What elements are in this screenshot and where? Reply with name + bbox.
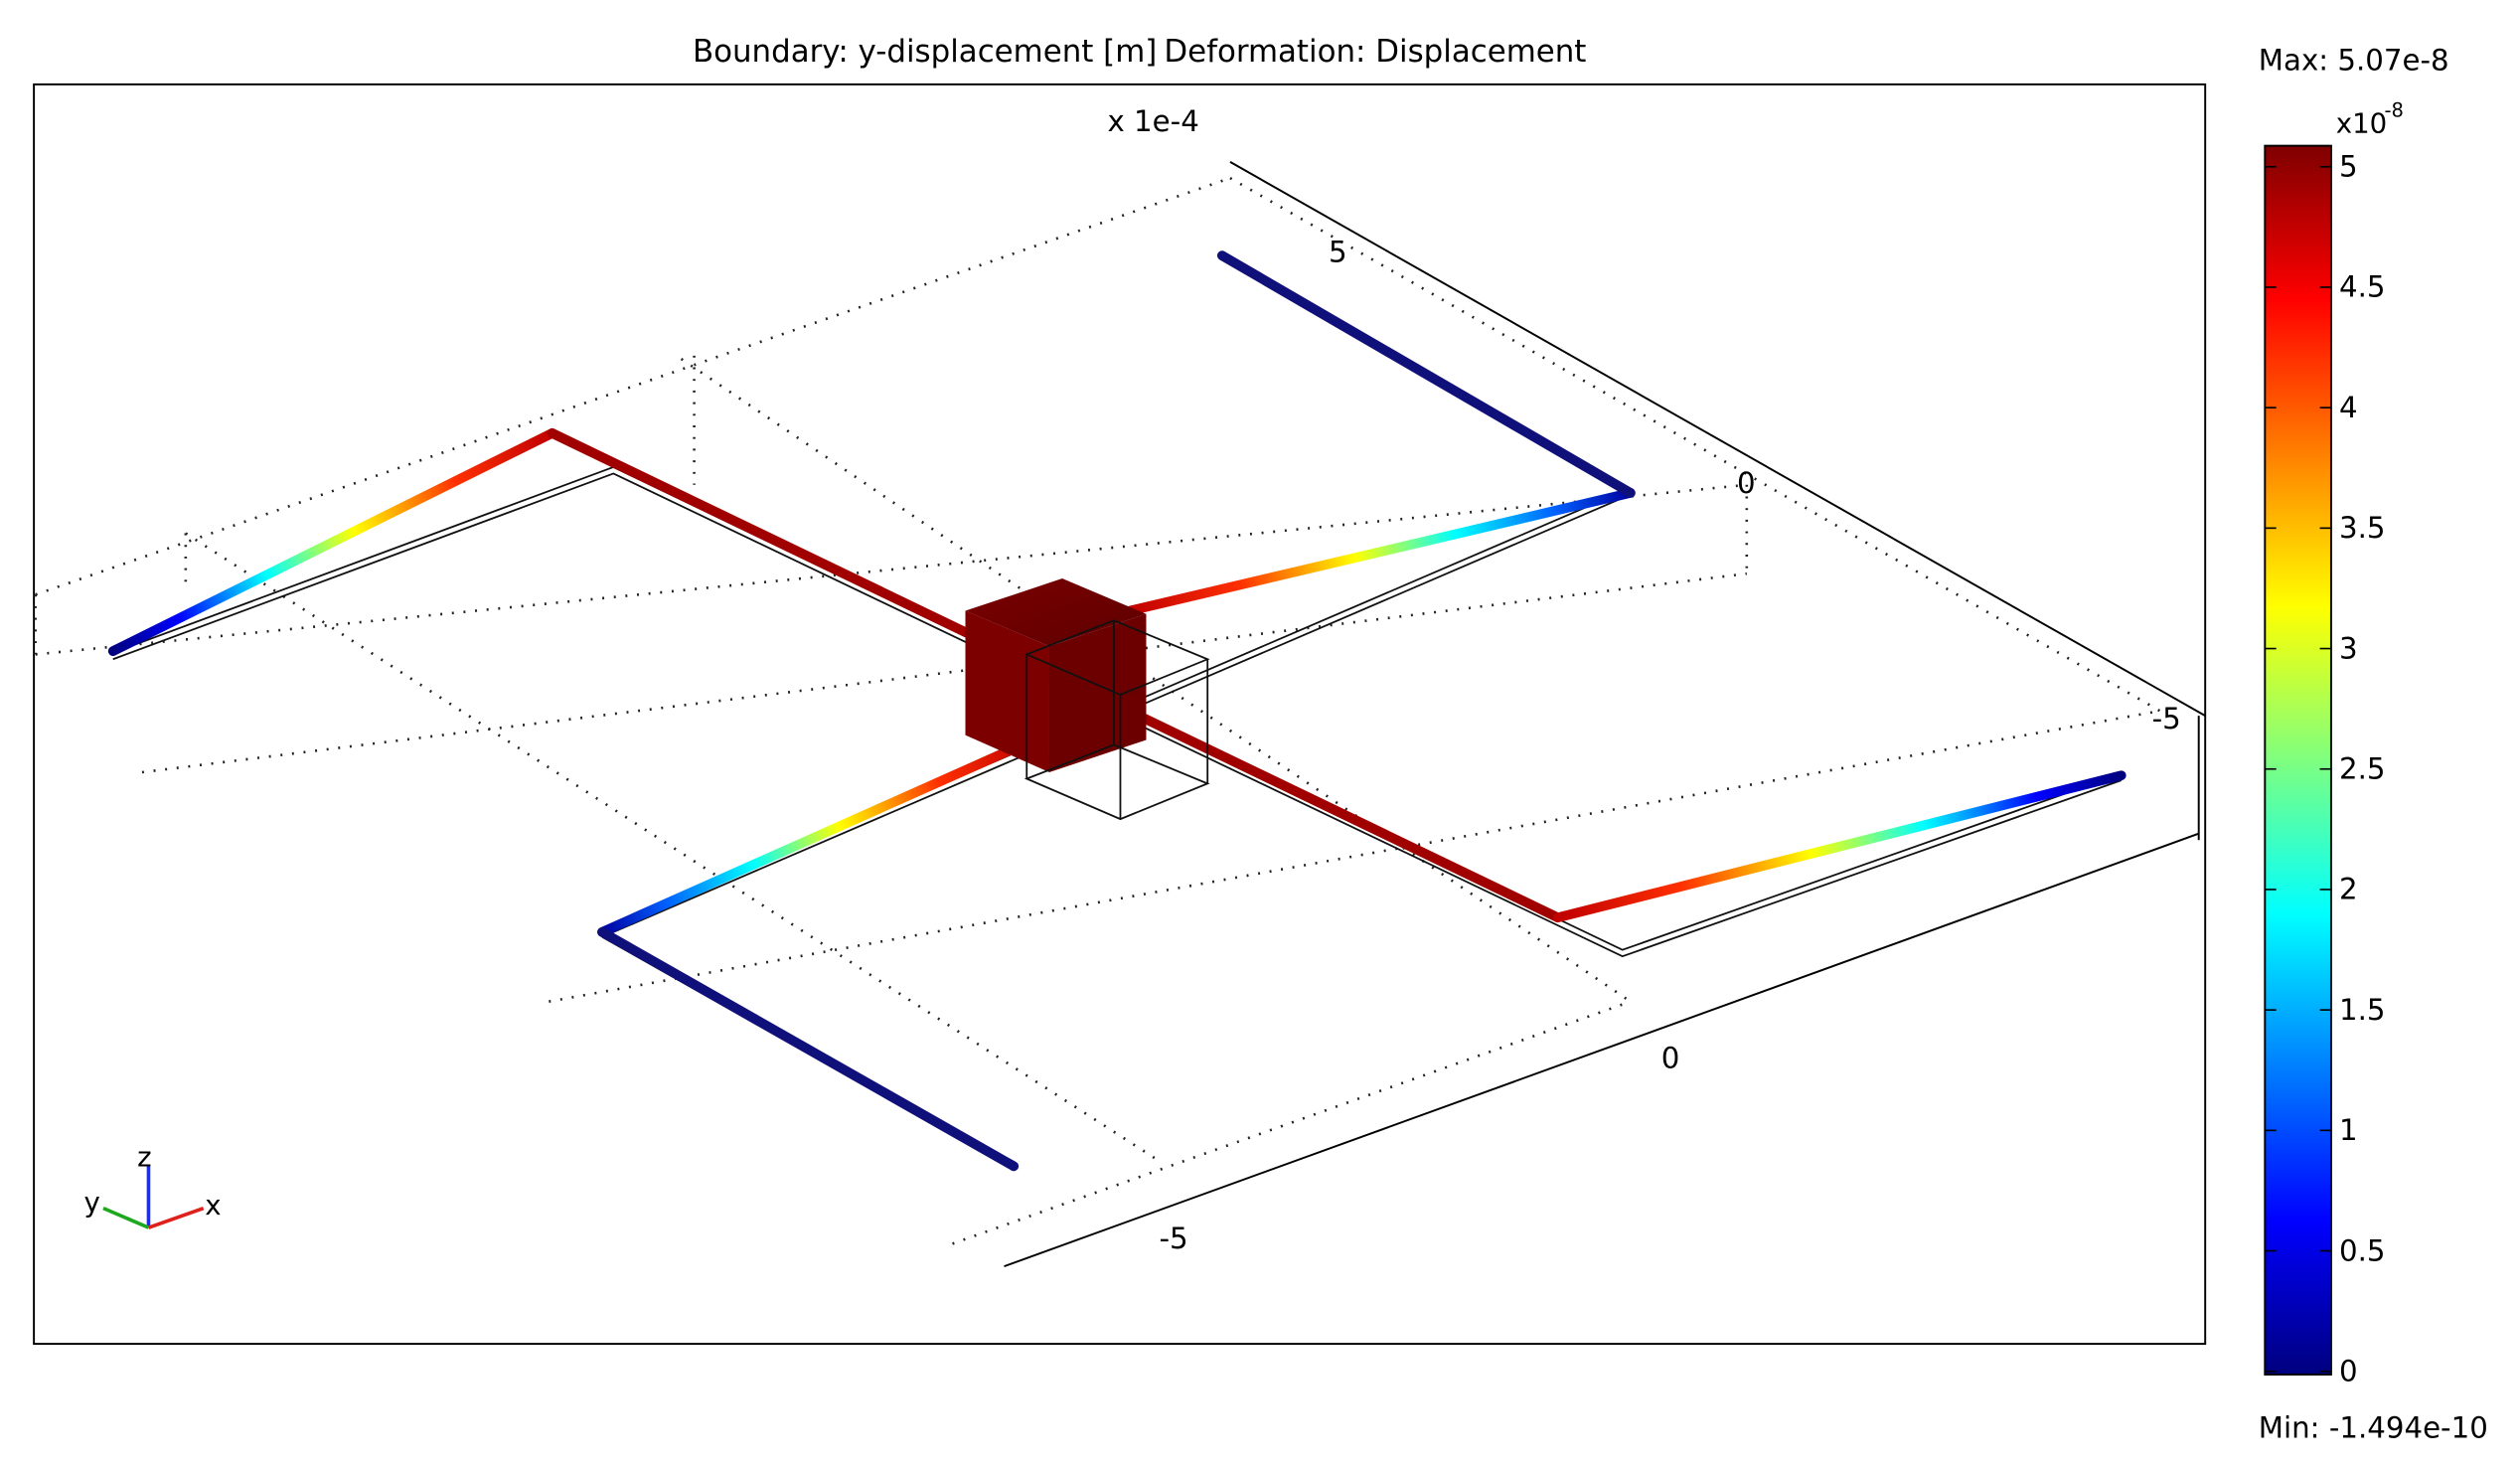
triad-x-label: x xyxy=(205,1189,221,1222)
triad-z-label: z xyxy=(137,1140,152,1173)
axis-tick-label: -5 xyxy=(2152,702,2181,735)
colorbar xyxy=(2264,144,2332,1376)
axis-grid xyxy=(34,176,2161,1245)
colorbar-tick-label: 0.5 xyxy=(2339,1233,2386,1267)
axis-scale-label: x 1e-4 xyxy=(1107,104,1198,138)
coordinate-triad xyxy=(102,1166,205,1229)
proof-mass xyxy=(965,578,1147,772)
beam-top-arm xyxy=(1216,250,1636,498)
colorbar-tick-label: 3 xyxy=(2339,631,2358,665)
colorbar-tick-label: 4.5 xyxy=(2339,270,2386,304)
colorbar-ticks: 5 4.5 4 3.5 3 2.5 2 1.5 1 0.5 0 xyxy=(2265,150,2386,1387)
colorbar-min-label: Min: -1.494e-10 xyxy=(2259,1410,2488,1444)
axis-tick-label: -5 xyxy=(1159,1222,1187,1255)
axis-tick-label: 0 xyxy=(1737,466,1756,500)
plot-title-deformation: Deformation: Displacement xyxy=(1164,34,1586,70)
colorbar-tick-label: 0 xyxy=(2339,1354,2358,1387)
proof-mass-outline xyxy=(1024,619,1210,821)
triad-y-label: y xyxy=(83,1186,99,1219)
colorbar-tick-label: 5 xyxy=(2339,150,2358,184)
axis-box xyxy=(1004,161,2206,1268)
axis-tick-label: 0 xyxy=(1661,1041,1680,1074)
colorbar-tick-label: 2 xyxy=(2339,873,2358,906)
beam-top-diagonal xyxy=(1125,488,1636,616)
colorbar-tick-label: 2.5 xyxy=(2339,751,2386,785)
colorbar-exponent-base: x10 xyxy=(2336,107,2387,140)
plot-frame xyxy=(33,82,2207,1346)
colorbar-exponent: -8 xyxy=(2385,98,2404,121)
axis-tick-label: 5 xyxy=(1329,236,1347,269)
colorbar-tick-label: 1 xyxy=(2339,1113,2358,1147)
colorbar-tick-label: 1.5 xyxy=(2339,993,2386,1027)
beam-right-arm xyxy=(1552,770,2126,923)
plot-title-boundary: Boundary: y-displacement [m] xyxy=(693,34,1157,70)
colorbar-tick-label: 4 xyxy=(2339,391,2358,424)
colorbar-tick-label: 3.5 xyxy=(2339,511,2386,545)
colorbar-max-label: Max: 5.07e-8 xyxy=(2259,43,2449,77)
beam-bottom-arm xyxy=(597,926,1020,1172)
beam-left-arm xyxy=(107,427,557,657)
beam-bottom-diagonal xyxy=(597,734,1038,937)
